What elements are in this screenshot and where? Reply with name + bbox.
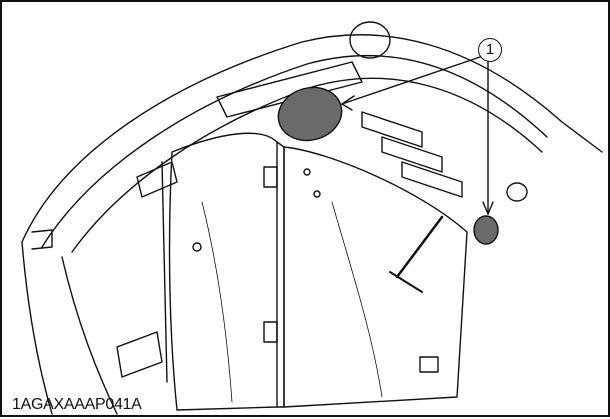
roof-slat-3 — [401, 161, 463, 198]
left-hinge — [31, 229, 53, 250]
wiper-arm — [395, 215, 444, 279]
glass-bolt-2 — [303, 168, 311, 176]
cab-roof-outline — [21, 34, 603, 243]
reflector-left — [277, 86, 343, 142]
rear-glass-left — [168, 132, 278, 411]
rear-glass-right — [283, 146, 468, 408]
glass-bolt-3 — [313, 190, 321, 198]
work-light-top — [349, 21, 391, 59]
left-handle-bottom — [116, 331, 163, 378]
leader-line-left — [341, 56, 481, 105]
figure-id-label: 1AGAXAAAP041A — [12, 396, 142, 413]
work-light-right — [506, 182, 528, 202]
reflector-right — [473, 215, 499, 245]
light-bracket — [216, 61, 363, 118]
wiper-blade — [389, 271, 423, 293]
callout-number: 1 — [478, 38, 502, 62]
arrow-left — [341, 95, 355, 111]
roof-slat-2 — [381, 136, 443, 173]
cab-roof-inner-line — [41, 54, 548, 248]
center-pillar — [276, 141, 285, 408]
arrow-right — [482, 201, 494, 215]
left-window-edge — [21, 241, 53, 415]
glass-latch — [419, 356, 439, 373]
hinge-upper — [263, 166, 278, 188]
roof-slat-1 — [361, 111, 423, 148]
glass-shade-line-2 — [331, 201, 383, 398]
left-side-panel — [61, 256, 118, 415]
left-frame-bar — [161, 161, 168, 383]
hinge-lower — [263, 321, 278, 343]
glass-shade-line-1 — [201, 201, 233, 403]
glass-bolt-1 — [192, 242, 202, 252]
left-handle-top — [136, 161, 178, 198]
